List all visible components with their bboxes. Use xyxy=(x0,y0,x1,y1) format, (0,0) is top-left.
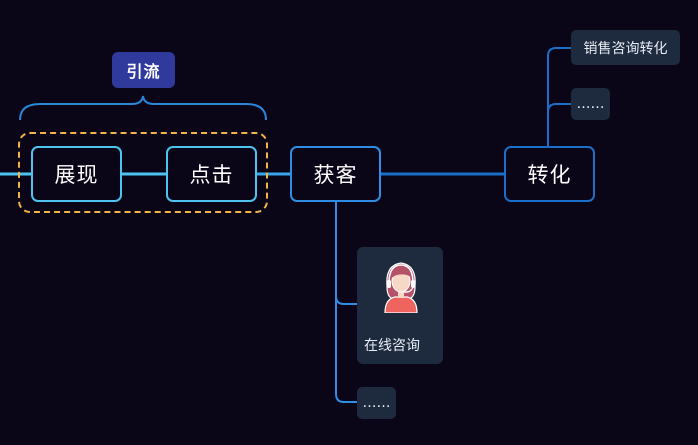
node-click[interactable]: 点击 xyxy=(166,146,257,202)
link-convert-branch xyxy=(547,47,572,147)
link-acquire-branch xyxy=(335,202,358,403)
online-consult-label: 在线咨询 xyxy=(364,338,420,354)
node-convert[interactable]: 转化 xyxy=(504,146,595,202)
traffic-group-frame xyxy=(18,132,268,213)
node-exposure[interactable]: 展现 xyxy=(31,146,122,202)
node-acquire[interactable]: 获客 xyxy=(290,146,381,202)
link-convert-more xyxy=(547,103,572,113)
group-brace xyxy=(19,95,267,121)
sales-consult-leaf[interactable]: 销售咨询转化 xyxy=(571,30,680,65)
customer-service-agent-icon xyxy=(384,262,418,313)
link-acquire-card xyxy=(335,295,358,305)
convert-more-leaf[interactable]: …… xyxy=(571,88,610,120)
acquire-more-leaf[interactable]: …… xyxy=(357,387,396,419)
traffic-group-badge[interactable]: 引流 xyxy=(112,52,175,88)
online-consult-card[interactable]: 在线咨询 xyxy=(357,247,443,364)
